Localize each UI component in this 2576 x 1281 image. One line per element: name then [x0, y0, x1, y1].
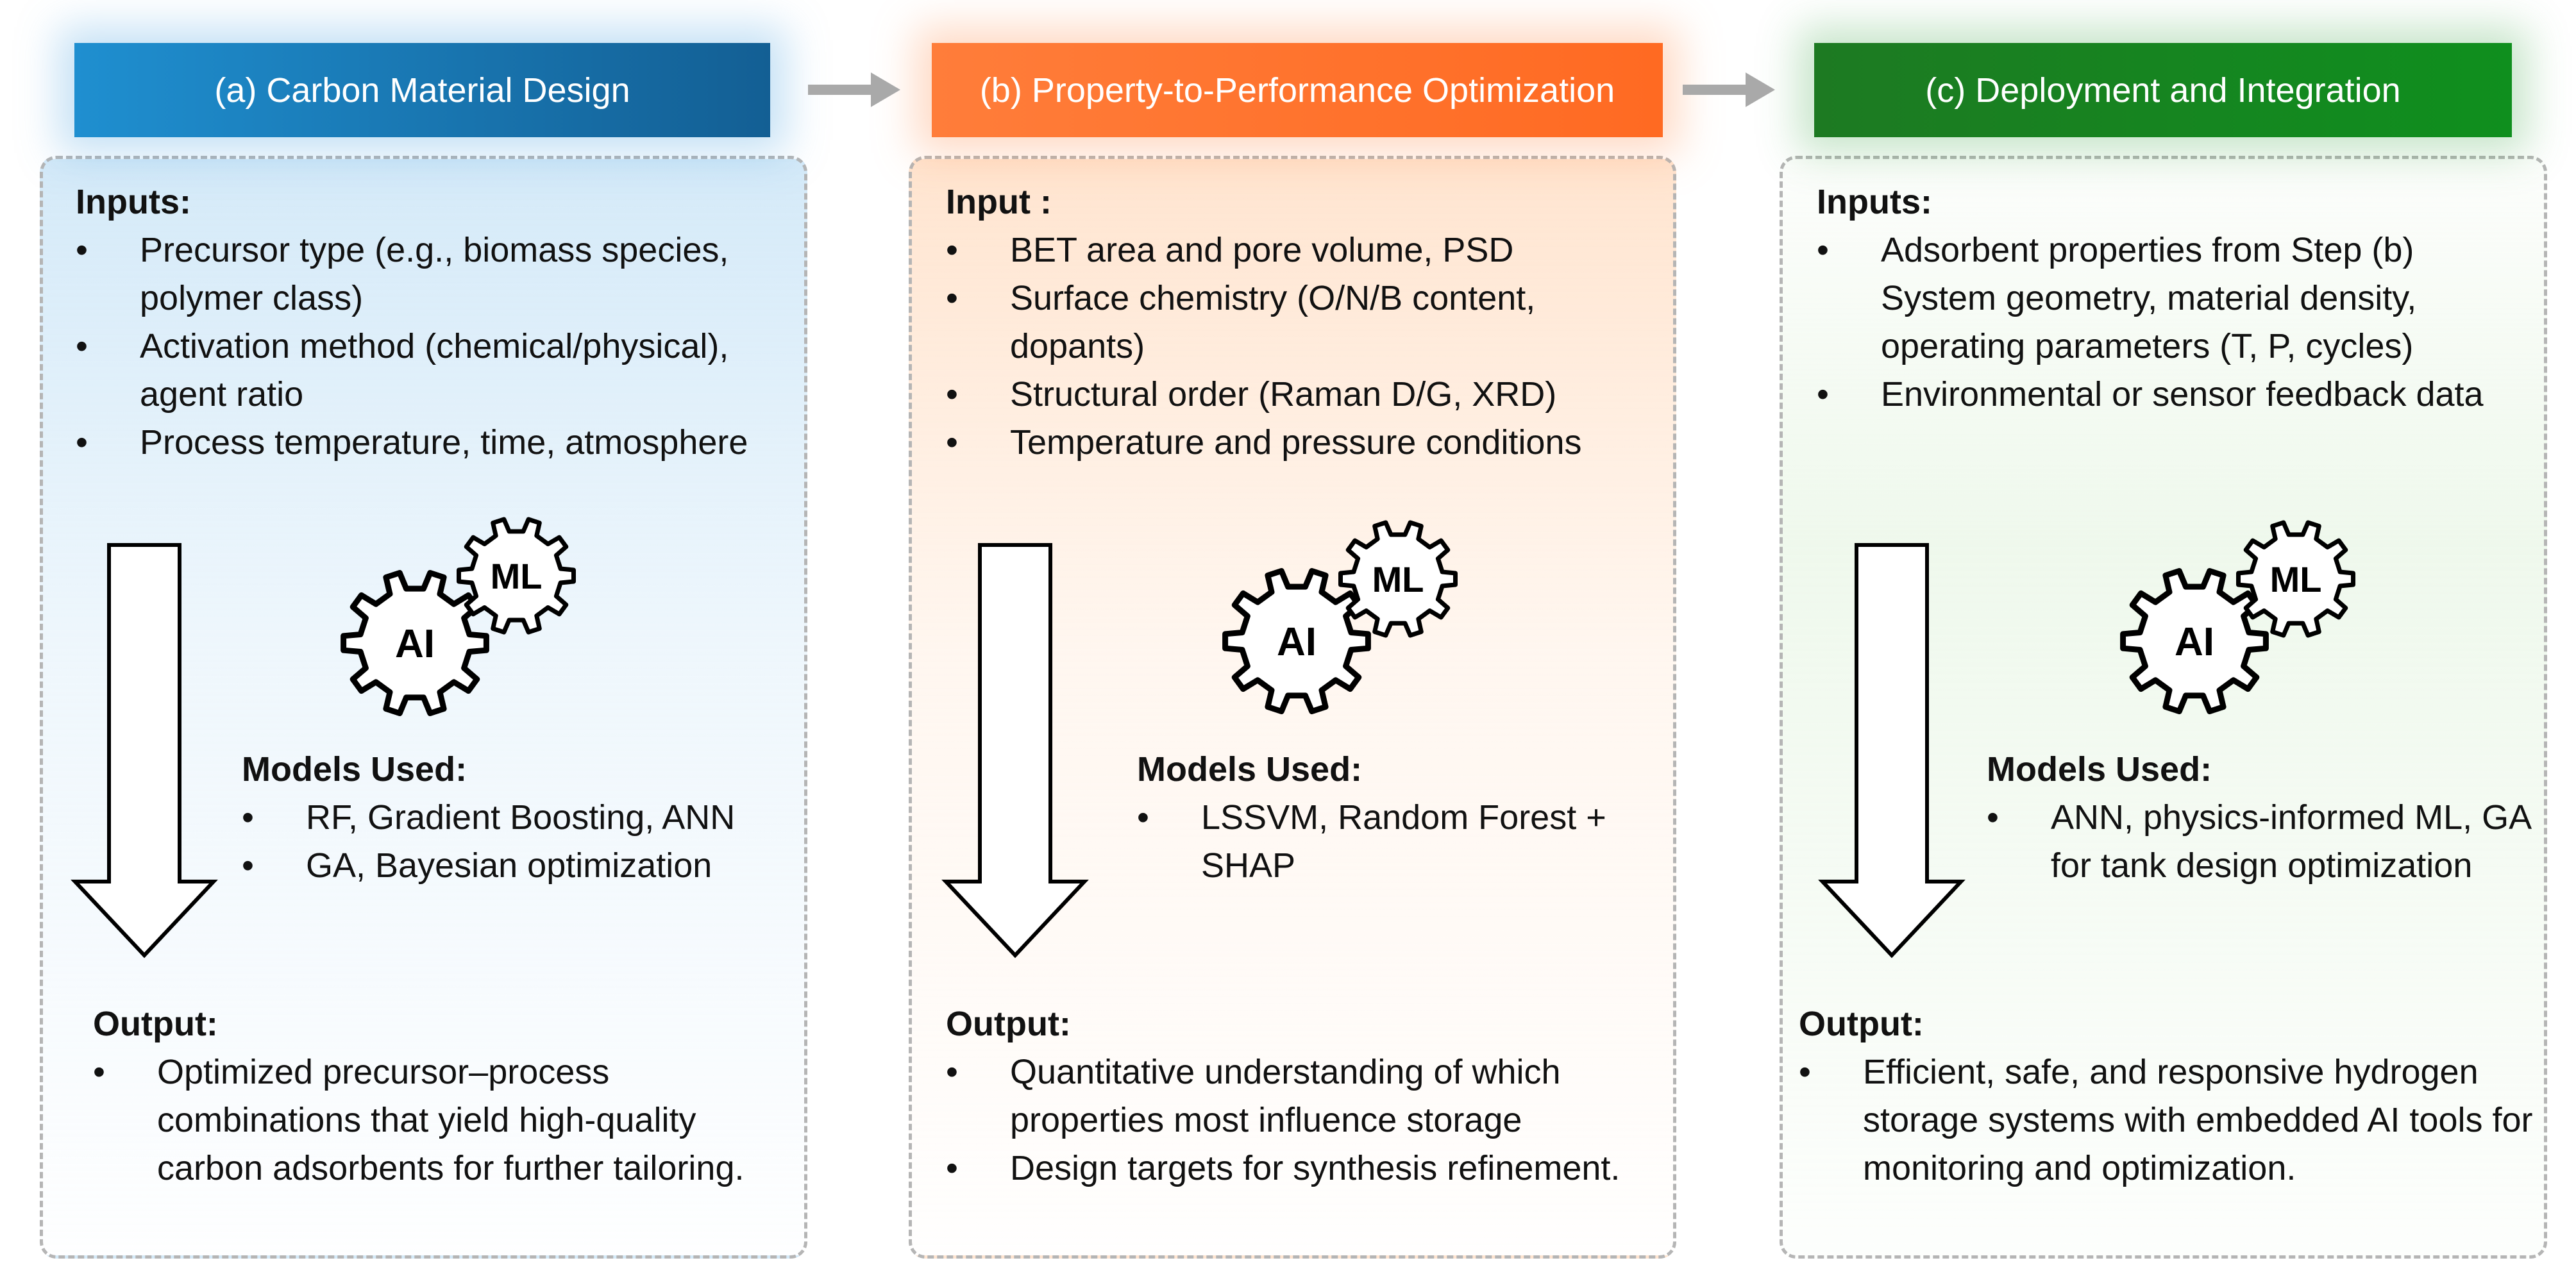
output-title: Output:: [1799, 1005, 1924, 1043]
gear-ai-icon: [2120, 568, 2269, 714]
ai-ml-gears: AI ML: [2120, 520, 2355, 714]
input-item: BET area and pore volume, PSD: [946, 226, 1664, 274]
input-item: Structural order (Raman D/G, XRD): [946, 371, 1664, 419]
input-item: Process temperature, time, atmosphere: [76, 419, 813, 467]
models-title: Models Used:: [242, 750, 467, 789]
gear-ai-label: AI: [2175, 620, 2214, 664]
output-item: Quantitative understanding of which prop…: [946, 1048, 1664, 1144]
gear-ml-label: ML: [491, 556, 543, 596]
gear-ai-icon: [341, 570, 489, 716]
gear-ml-icon: [457, 517, 576, 635]
gear-ml-icon: [1338, 520, 1458, 638]
output-item: Efficient, safe, and responsive hydrogen…: [1799, 1048, 2555, 1193]
gear-ml-icon: [2236, 520, 2355, 638]
model-item: RF, Gradient Boosting, ANN: [242, 794, 806, 842]
models-block-b: Models Used: LSSVM, Random Forest + SHAP: [1137, 746, 1676, 890]
down-arrow-icon: [71, 543, 218, 959]
gear-ml-label: ML: [2270, 559, 2322, 599]
input-item: Precursor type (e.g., biomass species, p…: [76, 226, 813, 322]
models-block-a: Models Used: RF, Gradient Boosting, ANN …: [242, 746, 806, 890]
output-block-c: Output: Efficient, safe, and responsive …: [1799, 1000, 2555, 1193]
gear-ai-label: AI: [395, 622, 435, 666]
stage-header-a: (a) Carbon Material Design: [74, 43, 770, 137]
flow-arrow-icon: [1683, 72, 1775, 107]
model-item: GA, Bayesian optimization: [242, 842, 806, 890]
output-item: Optimized precursor–process combinations…: [93, 1048, 798, 1193]
output-block-b: Output: Quantitative understanding of wh…: [946, 1000, 1664, 1193]
stage-header-b: (b) Property-to-Performance Optimization: [932, 43, 1663, 137]
stage-header-c: (c) Deployment and Integration: [1814, 43, 2512, 137]
ai-ml-gears: AI ML: [341, 517, 576, 716]
ai-ml-gears: AI ML: [1222, 520, 1458, 714]
model-item: LSSVM, Random Forest + SHAP: [1137, 794, 1676, 890]
output-item: Design targets for synthesis refinement.: [946, 1144, 1664, 1193]
gear-ai-icon: [1222, 568, 1371, 714]
output-title: Output:: [93, 1005, 218, 1043]
input-item: Surface chemistry (O/N/B content, dopant…: [946, 274, 1664, 371]
gear-ml-label: ML: [1372, 559, 1424, 599]
inputs-block-a: Inputs: Precursor type (e.g., biomass sp…: [76, 178, 813, 467]
input-item: Environmental or sensor feedback data: [1817, 371, 2522, 419]
input-item: Activation method (chemical/physical), a…: [76, 322, 813, 419]
models-title: Models Used:: [1137, 750, 1363, 789]
inputs-title: Input :: [946, 183, 1052, 221]
model-item: ANN, physics-informed ML, GA for tank de…: [1987, 794, 2545, 890]
models-title: Models Used:: [1987, 750, 2212, 789]
down-arrow-icon: [1818, 543, 1966, 959]
inputs-block-c: Inputs: Adsorbent properties from Step (…: [1817, 178, 2522, 419]
gear-ai-label: AI: [1277, 620, 1317, 664]
input-item: Temperature and pressure conditions: [946, 419, 1664, 467]
models-block-c: Models Used: ANN, physics-informed ML, G…: [1987, 746, 2545, 890]
input-item: Adsorbent properties from Step (b) Syste…: [1817, 226, 2522, 371]
flow-arrow-icon: [808, 72, 900, 107]
inputs-block-b: Input : BET area and pore volume, PSD Su…: [946, 178, 1664, 467]
inputs-title: Inputs:: [76, 183, 191, 221]
inputs-title: Inputs:: [1817, 183, 1932, 221]
output-block-a: Output: Optimized precursor–process comb…: [93, 1000, 798, 1193]
output-title: Output:: [946, 1005, 1071, 1043]
down-arrow-icon: [941, 543, 1089, 959]
